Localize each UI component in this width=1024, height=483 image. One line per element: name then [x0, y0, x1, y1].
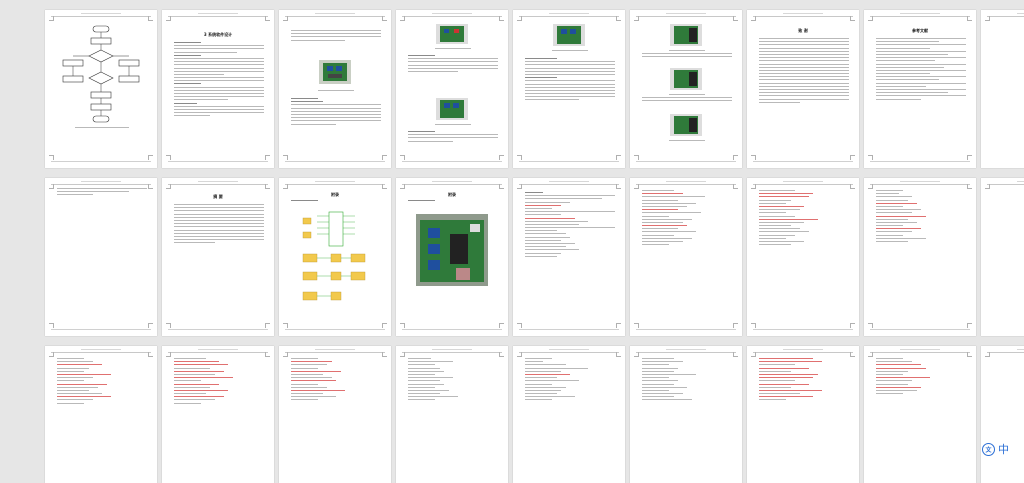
page-thumbnail-26[interactable]: [864, 346, 976, 483]
page-thumbnail-14[interactable]: [513, 178, 625, 336]
page-title: 致 谢: [798, 28, 808, 33]
page-title: 3 系统软件设计: [203, 32, 233, 37]
page-thumbnail-22[interactable]: [396, 346, 508, 483]
page-thumbnail-19[interactable]: [45, 346, 157, 483]
page-thumbnail-12[interactable]: 附录: [279, 178, 391, 336]
circuit-photo: [436, 24, 468, 44]
thumbnail-row-2: 摘 要 附录: [45, 178, 1024, 336]
page-thumbnail-18[interactable]: [981, 178, 1024, 336]
page-thumbnail-3[interactable]: [279, 10, 391, 168]
page-thumbnail-10[interactable]: [45, 178, 157, 336]
page-thumbnail-15[interactable]: [630, 178, 742, 336]
page-thumbnail-6[interactable]: [630, 10, 742, 168]
page-thumbnail-5[interactable]: [513, 10, 625, 168]
page-thumbnail-2[interactable]: 3 系统软件设计: [162, 10, 274, 168]
page-title: 摘 要: [213, 194, 223, 199]
page-title: 参考文献: [912, 28, 928, 33]
circuit-photo: [319, 60, 351, 84]
circuit-photo: [670, 68, 702, 90]
page-thumbnail-17[interactable]: [864, 178, 976, 336]
page-thumbnail-24[interactable]: [630, 346, 742, 483]
page-thumbnail-23[interactable]: [513, 346, 625, 483]
page-thumbnail-20[interactable]: [162, 346, 274, 483]
circuit-photo: [670, 114, 702, 136]
translate-label[interactable]: 中: [998, 443, 1009, 456]
schematic-figure: [302, 211, 366, 301]
page-thumbnail-8[interactable]: 参考文献: [864, 10, 976, 168]
page-thumbnail-27[interactable]: [981, 346, 1024, 483]
page-thumbnail-25[interactable]: [747, 346, 859, 483]
page-thumbnail-4[interactable]: [396, 10, 508, 168]
translate-icon[interactable]: 文: [982, 442, 995, 456]
circuit-photo: [553, 24, 585, 46]
page-thumbnail-13[interactable]: 附录: [396, 178, 508, 336]
flowchart-figure: [62, 25, 140, 123]
page-thumbnail-21[interactable]: [279, 346, 391, 483]
page-thumbnail-9[interactable]: [981, 10, 1024, 168]
page-thumbnail-16[interactable]: [747, 178, 859, 336]
pcb-photo: [416, 214, 488, 286]
page-thumbnail-1[interactable]: [45, 10, 157, 168]
page-thumbnail-11[interactable]: 摘 要: [162, 178, 274, 336]
circuit-photo: [670, 24, 702, 46]
page-title: 附录: [448, 192, 456, 197]
thumbnail-row-1: 3 系统软件设计: [0, 0, 1024, 170]
page-thumbnail-7[interactable]: 致 谢: [747, 10, 859, 168]
circuit-photo: [436, 98, 468, 120]
page-title: 附录: [331, 192, 339, 197]
translate-widget[interactable]: 文 中: [982, 440, 1020, 458]
